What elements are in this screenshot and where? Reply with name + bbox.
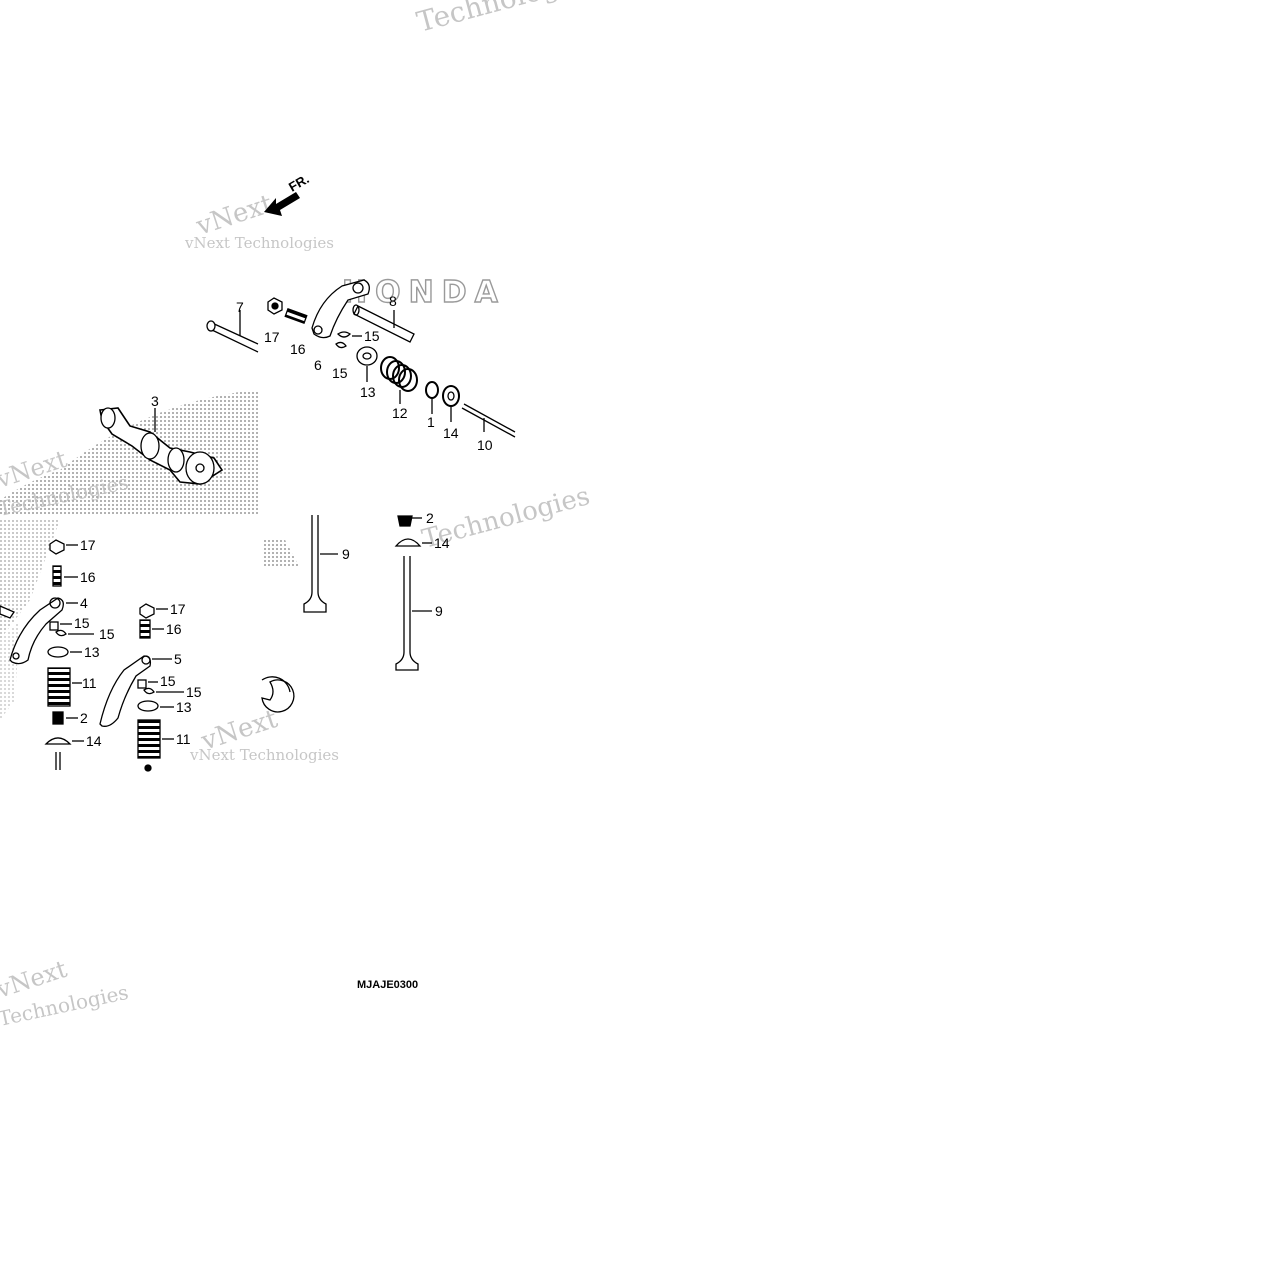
valve-10: [461, 403, 516, 438]
callout-15: 15: [332, 365, 348, 381]
spring-seat-14: [442, 385, 460, 422]
callout-16: 16: [166, 621, 182, 637]
callout-13: 13: [84, 644, 100, 660]
callout-15: 15: [99, 626, 115, 642]
adjusting-nut-17-mid: [139, 603, 168, 619]
rocker-shaft-7: [206, 310, 259, 353]
callout-17: 17: [170, 601, 186, 617]
valve-stem-seal-1: [425, 381, 439, 414]
spring-retainer-13-left: [47, 646, 82, 658]
callout-15: 15: [74, 615, 90, 631]
callout-11: 11: [176, 731, 191, 747]
callout-15: 15: [186, 684, 202, 700]
front-marker-label: FR.: [286, 171, 312, 194]
valve-stem-seal-2-right: [397, 515, 422, 527]
spring-retainer-13-mid: [137, 700, 174, 712]
rocker-shaft-8: [352, 304, 415, 343]
front-arrow-icon: FR.: [264, 171, 312, 216]
right-panel: [261, 515, 432, 713]
callout-12: 12: [392, 405, 408, 421]
spring-retainer-13: [356, 346, 378, 382]
rocker-arm-5: [99, 655, 172, 727]
adjusting-nut-17: [267, 297, 283, 315]
callout-9: 9: [435, 603, 443, 619]
callout-17: 17: [80, 537, 96, 553]
valve-spring-12: [380, 356, 418, 404]
valve-stem-seal-2-left: [52, 711, 78, 725]
callout-14: 14: [434, 535, 450, 551]
callout-15: 15: [160, 673, 176, 689]
callout-1: 1: [427, 414, 435, 430]
stipple-background-right: [262, 540, 300, 568]
callout-4: 4: [80, 595, 88, 611]
callout-14: 14: [443, 425, 459, 441]
watermark-text: vNext Technologies: [189, 746, 339, 764]
callout-13: 13: [360, 384, 376, 400]
callout-8: 8: [389, 293, 397, 309]
adjusting-screw-16-left: [52, 565, 78, 587]
callout-14: 14: [86, 733, 102, 749]
valve-cotter-15-mid: [137, 679, 184, 695]
callout-9: 9: [342, 546, 350, 562]
callout-16: 16: [290, 341, 306, 357]
watermark-text: vNext Technologies: [184, 234, 334, 252]
valve-9-lower: [395, 556, 432, 671]
callout-3: 3: [151, 393, 159, 409]
rocker-arm-4: [0, 597, 78, 665]
spring-seat-14-left: [44, 737, 84, 770]
drawing-code: MJAJE0300: [357, 979, 418, 991]
watermark-text: Technologies: [413, 0, 601, 39]
valve-cotter-15-left: [49, 621, 94, 637]
callout-5: 5: [174, 651, 182, 667]
callout-10: 10: [477, 437, 493, 453]
watermarks: Technologies vNext Technologies vNext vN…: [0, 0, 601, 1031]
camshaft-3: [99, 407, 224, 485]
adjusting-nut-17-left: [49, 539, 78, 555]
callout-17: 17: [264, 329, 280, 345]
adjusting-screw-16-mid: [139, 619, 164, 639]
upper-panel: [99, 279, 516, 485]
adjusting-screw-16: [284, 307, 308, 325]
callout-2: 2: [80, 710, 88, 726]
callout-2: 2: [426, 510, 434, 526]
callout-16: 16: [80, 569, 96, 585]
valve-spring-11-left: [47, 667, 82, 707]
callout-6: 6: [314, 357, 322, 373]
rocker-arm-6: [311, 279, 370, 339]
callout-15: 15: [364, 328, 380, 344]
valve-9-upper: [303, 515, 338, 613]
left-panel: [0, 539, 184, 772]
callout-11: 11: [82, 675, 97, 691]
callout-7: 7: [236, 299, 244, 315]
valve-spring-11-mid: [137, 719, 174, 772]
callout-labels: 7 17 16 6 8 15 15 13 12 1 14 10 3 17 16 …: [74, 293, 493, 749]
valve-cotter-15: [335, 331, 362, 349]
seal-ring: [261, 676, 295, 713]
spring-seat-14-right: [394, 538, 432, 547]
callout-13: 13: [176, 699, 192, 715]
